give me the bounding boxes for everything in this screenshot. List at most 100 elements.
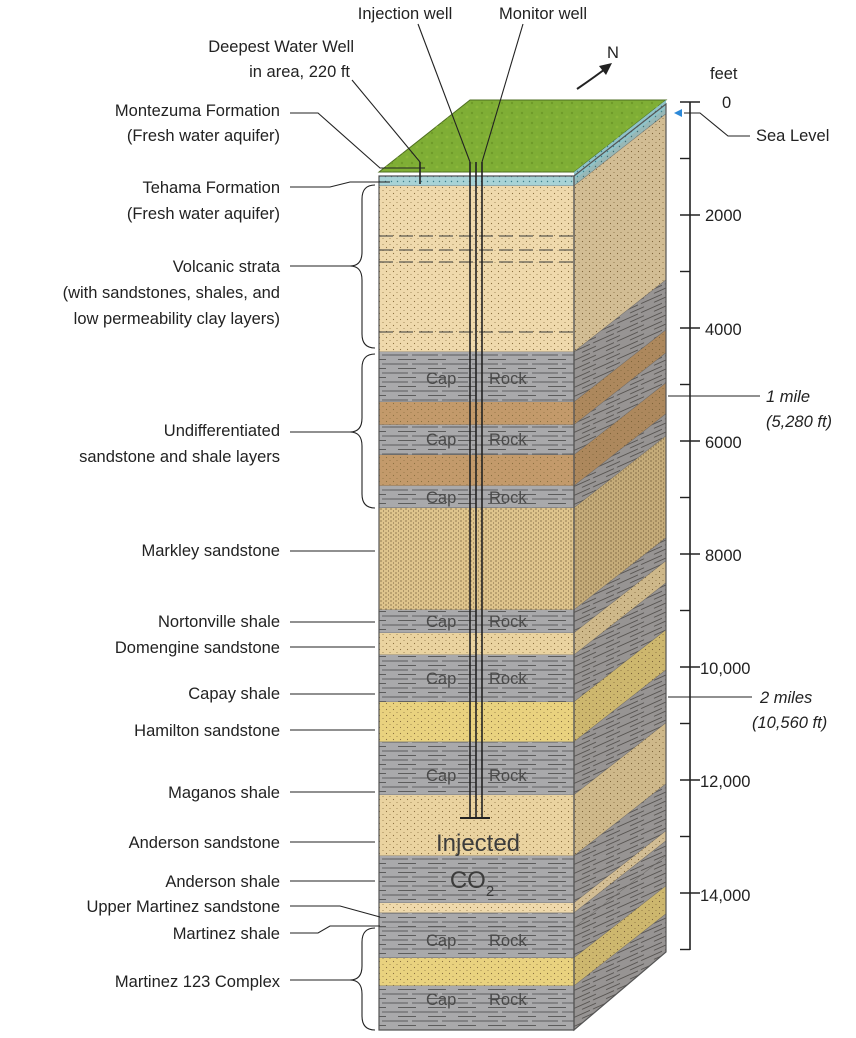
tick-label-8000: 8000 bbox=[705, 547, 742, 565]
water-well-leader bbox=[351, 79, 421, 163]
anderson-shale-label: Anderson shale bbox=[165, 873, 280, 891]
injection-well-leader bbox=[417, 23, 471, 163]
side-stratum-texture-sand bbox=[574, 436, 666, 610]
tehama-label-2: (Fresh water aquifer) bbox=[127, 205, 280, 223]
volcanic-bracket bbox=[349, 184, 376, 349]
side-stratum-texture-shale bbox=[574, 414, 666, 508]
side-stratum-texture-brown bbox=[574, 383, 666, 486]
side-stratum-texture-brown bbox=[574, 330, 666, 425]
rock-label: Rock bbox=[489, 991, 527, 1009]
column-side-outline bbox=[573, 102, 667, 1032]
hamilton-label: Hamilton sandstone bbox=[134, 722, 280, 740]
side-stratum-texture-lightsand bbox=[574, 561, 666, 655]
sea-level-leader bbox=[684, 112, 750, 137]
markley-label: Markley sandstone bbox=[142, 542, 281, 560]
mile2-label-1: 2 miles bbox=[759, 689, 812, 707]
nortonville-label: Nortonville shale bbox=[158, 613, 280, 631]
deepest-well-label-1: Deepest Water Well bbox=[208, 38, 354, 56]
mile1-label-2: (5,280 ft) bbox=[766, 413, 832, 431]
formation-brackets bbox=[290, 184, 376, 1031]
sea-level-marker bbox=[674, 109, 682, 117]
volcanic-label-1: Volcanic strata bbox=[173, 258, 281, 276]
cap-label: Cap bbox=[426, 991, 456, 1009]
martinez-shale-leader bbox=[290, 925, 380, 934]
domengine-label: Domengine sandstone bbox=[115, 639, 280, 657]
stratum-texture-tan bbox=[379, 903, 574, 913]
column-side-face bbox=[574, 104, 666, 1030]
co2-subscript: 2 bbox=[486, 883, 494, 900]
rock-label: Rock bbox=[489, 670, 527, 688]
tehama-leader bbox=[290, 181, 390, 188]
cap-rock-labels: Cap Rock Cap Rock Cap Rock Cap Rock Cap … bbox=[426, 370, 527, 1009]
side-stratum-texture-shale bbox=[574, 538, 666, 633]
side-stratum-texture-shale bbox=[574, 583, 666, 702]
tick-label-12000: 12,000 bbox=[700, 773, 750, 791]
upper-martinez-leader bbox=[290, 905, 381, 918]
tick-label-6000: 6000 bbox=[705, 434, 742, 452]
side-stratum-texture-shale bbox=[574, 280, 666, 402]
rock-label: Rock bbox=[489, 370, 527, 388]
undiff-bracket bbox=[349, 353, 376, 509]
montezuma-label-2: (Fresh water aquifer) bbox=[127, 127, 280, 145]
cap-label: Cap bbox=[426, 613, 456, 631]
stratum-texture-shale bbox=[379, 856, 574, 903]
side-stratum-texture-shale bbox=[574, 914, 666, 1030]
scale-unit: feet bbox=[710, 65, 738, 83]
side-stratum-texture-shale bbox=[574, 856, 666, 958]
monitor-well-leader bbox=[481, 23, 524, 163]
injected-label: Injected bbox=[436, 830, 520, 857]
depth-scale: feet 0 Sea Level 2000 4000 6000 8000 10,… bbox=[668, 65, 832, 951]
mile1-label-1: 1 mile bbox=[766, 388, 810, 406]
grass-texture bbox=[379, 100, 666, 172]
rock-label: Rock bbox=[489, 932, 527, 950]
side-stratum-texture-tan bbox=[574, 831, 666, 913]
undiff-label-2: sandstone and shale layers bbox=[79, 448, 280, 466]
north-label: N bbox=[607, 44, 619, 62]
volcanic-label-2: (with sandstones, shales, and bbox=[63, 284, 280, 302]
deepest-well-label-2: in area, 220 ft bbox=[249, 63, 350, 81]
co2-label: CO2 bbox=[450, 867, 494, 900]
rock-label: Rock bbox=[489, 767, 527, 785]
tick-label-4000: 4000 bbox=[705, 321, 742, 339]
sea-level-label: Sea Level bbox=[756, 127, 829, 145]
volcanic-label-3: low permeability clay layers) bbox=[74, 310, 280, 328]
formation-labels: Montezuma Formation (Fresh water aquifer… bbox=[63, 102, 425, 991]
side-stratum-texture-shale bbox=[574, 784, 666, 903]
rock-label: Rock bbox=[489, 489, 527, 507]
martinez-complex-bracket bbox=[349, 927, 376, 1031]
stratum-texture-shale bbox=[379, 913, 574, 928]
tehama-label-1: Tehama Formation bbox=[142, 179, 280, 197]
north-arrow-head bbox=[599, 63, 612, 75]
side-stratum-texture-lightsand bbox=[574, 723, 666, 856]
stratum-texture-shale bbox=[379, 928, 574, 958]
cap-label: Cap bbox=[426, 370, 456, 388]
montezuma-leader bbox=[290, 112, 425, 169]
side-stratum-texture-shale bbox=[574, 670, 666, 795]
upper-martinez-label: Upper Martinez sandstone bbox=[86, 898, 280, 916]
co2-text: CO bbox=[450, 867, 486, 894]
side-stratum-texture-shale bbox=[574, 353, 666, 455]
side-stratum-texture-tan bbox=[574, 114, 666, 352]
side-stratum-texture-shale bbox=[574, 841, 666, 928]
side-stratum-texture-yellow bbox=[574, 886, 666, 986]
capay-label: Capay shale bbox=[188, 685, 280, 703]
cap-label: Cap bbox=[426, 431, 456, 449]
maganos-label: Maganos shale bbox=[168, 784, 280, 802]
cap-label: Cap bbox=[426, 767, 456, 785]
column-front-face bbox=[379, 176, 574, 1030]
side-shade bbox=[574, 104, 666, 1030]
injection-well-label: Injection well bbox=[358, 5, 452, 23]
undiff-label-1: Undifferentiated bbox=[164, 422, 280, 440]
scale-ticks bbox=[680, 101, 700, 951]
mile2-label-2: (10,560 ft) bbox=[752, 714, 827, 732]
cap-label: Cap bbox=[426, 670, 456, 688]
rock-label: Rock bbox=[489, 613, 527, 631]
martinez-complex-label: Martinez 123 Complex bbox=[115, 973, 281, 991]
stratum-texture-shale bbox=[379, 986, 574, 1030]
tick-label-10000: 10,000 bbox=[700, 660, 750, 678]
side-stratum-texture-yellow bbox=[574, 630, 666, 742]
tick-label-2000: 2000 bbox=[705, 207, 742, 225]
scale-zero: 0 bbox=[722, 94, 731, 112]
